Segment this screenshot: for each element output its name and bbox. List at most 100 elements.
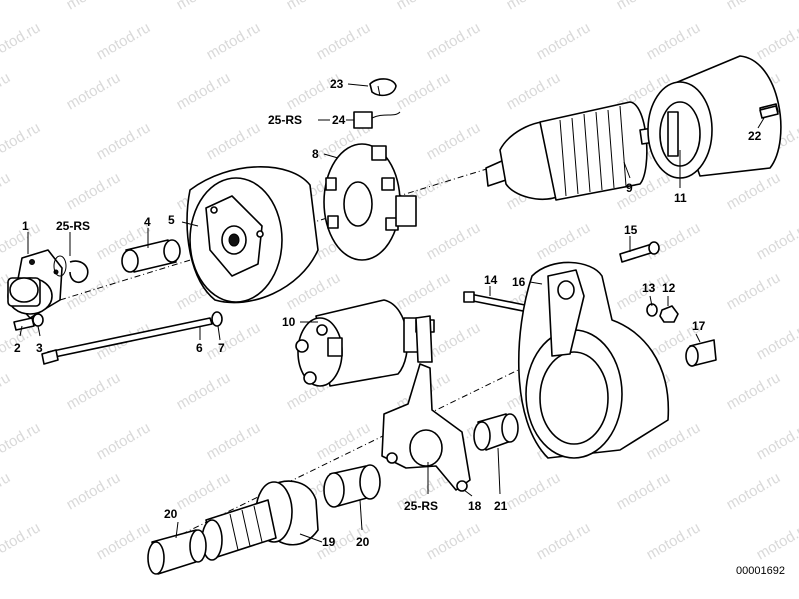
watermark-text: motod.ru xyxy=(0,119,43,163)
watermark-text: motod.ru xyxy=(64,0,124,13)
watermark-text: motod.ru xyxy=(204,119,264,163)
through-bolt-part xyxy=(41,317,213,365)
watermark-text: motod.ru xyxy=(284,69,344,113)
watermark-text: motod.ru xyxy=(534,19,594,63)
watermark-text: motod.ru xyxy=(0,19,43,63)
watermark-text: motod.ru xyxy=(174,369,234,413)
watermark-text: motod.ru xyxy=(724,469,784,513)
drive-housing-part xyxy=(517,261,670,459)
watermark-text: motod.ru xyxy=(284,0,344,13)
watermark-text: motod.ru xyxy=(424,219,484,263)
leader-lines xyxy=(19,83,765,543)
end-housing-part xyxy=(186,166,319,304)
callout-8: 8 xyxy=(312,147,319,161)
end-cap-part xyxy=(7,249,63,319)
watermark-text: motod.ru xyxy=(64,469,124,513)
watermark-text: motod.ru xyxy=(754,19,799,63)
watermark-text: motod.ru xyxy=(0,469,13,513)
watermark-text: motod.ru xyxy=(204,419,264,463)
watermark-text: motod.ru xyxy=(724,169,784,213)
bushing-part xyxy=(121,239,181,273)
watermark-text: motod.ru xyxy=(754,419,799,463)
watermark-text: motod.ru xyxy=(94,419,154,463)
callout-25-rs-top: 25-RS xyxy=(268,113,302,127)
watermark-text: motod.ru xyxy=(394,269,454,313)
watermark-text: motod.ru xyxy=(534,219,594,263)
callout-3: 3 xyxy=(36,341,43,355)
callout-7: 7 xyxy=(218,341,225,355)
callout-5: 5 xyxy=(168,213,175,227)
watermark-text: motod.ru xyxy=(204,19,264,63)
screw-long-part xyxy=(619,241,660,263)
watermark-text: motod.ru xyxy=(64,369,124,413)
watermark-text: motod.ru xyxy=(0,369,13,413)
callout-15: 15 xyxy=(624,223,638,237)
watermark-text: motod.ru xyxy=(204,319,264,363)
callout-25-rs-left: 25-RS xyxy=(56,219,90,233)
watermark-text: motod.ru xyxy=(724,269,784,313)
callout-20-upper: 20 xyxy=(356,535,370,549)
sleeve-lower-part xyxy=(147,529,207,575)
watermark-text: motod.ru xyxy=(754,319,799,363)
field-housing-part xyxy=(647,55,782,179)
watermark-text: motod.ru xyxy=(724,0,784,13)
watermark-text: motod.ru xyxy=(614,469,674,513)
callout-2: 2 xyxy=(14,341,21,355)
callout-13: 13 xyxy=(642,281,656,295)
watermark-text: motod.ru xyxy=(0,69,13,113)
watermark-text: motod.ru xyxy=(314,19,374,63)
watermark-text: motod.ru xyxy=(724,369,784,413)
watermark-text: motod.ru xyxy=(94,519,154,563)
sleeve-part xyxy=(323,464,381,508)
callout-1: 1 xyxy=(22,219,29,233)
diagram-code: 00001692 xyxy=(736,565,785,577)
brush-part xyxy=(353,111,401,129)
small-screw-part xyxy=(759,105,779,119)
watermark-text: motod.ru xyxy=(64,69,124,113)
callout-6: 6 xyxy=(196,341,203,355)
watermark-text: motod.ru xyxy=(644,19,704,63)
watermark-text: motod.ru xyxy=(174,469,234,513)
solenoid-part xyxy=(295,299,435,387)
callout-25-rs-bottom: 25-RS xyxy=(404,499,438,513)
callout-labels: 1 2 3 4 5 6 7 8 9 10 11 12 13 14 15 16 1… xyxy=(14,77,785,577)
callout-21: 21 xyxy=(494,499,508,513)
watermark-text: motod.ru xyxy=(0,519,43,563)
callout-22: 22 xyxy=(748,129,762,143)
plug-part xyxy=(685,339,717,367)
callout-16: 16 xyxy=(512,275,526,289)
watermark-text: motod.ru xyxy=(174,69,234,113)
watermark-text: motod.ru xyxy=(314,419,374,463)
callout-11: 11 xyxy=(674,191,687,205)
watermark-text: motod.ru xyxy=(504,69,564,113)
nut-part xyxy=(659,305,679,323)
callout-14: 14 xyxy=(484,273,498,287)
callout-10: 10 xyxy=(282,315,296,329)
callout-23: 23 xyxy=(330,77,344,91)
watermark-text: motod.ru xyxy=(644,219,704,263)
watermark-text: motod.ru xyxy=(174,0,234,13)
callout-24: 24 xyxy=(332,113,346,127)
callout-19: 19 xyxy=(322,535,336,549)
watermark-text: motod.ru xyxy=(754,219,799,263)
callout-12: 12 xyxy=(662,281,676,295)
watermark-text: motod.ru xyxy=(64,169,124,213)
callout-18: 18 xyxy=(468,499,482,513)
watermark-text: motod.ru xyxy=(534,519,594,563)
watermark-text: motod.ru xyxy=(0,0,13,13)
watermark-text: motod.ru xyxy=(394,0,454,13)
shift-lever-part xyxy=(381,315,471,492)
screw-part xyxy=(13,313,44,331)
watermark-text: motod.ru xyxy=(504,469,564,513)
watermark-text: motod.ru xyxy=(0,169,13,213)
watermark-text: motod.ru xyxy=(94,19,154,63)
watermark-text: motod.ru xyxy=(424,19,484,63)
watermark-text: motod.ru xyxy=(424,519,484,563)
watermark-text: motod.ru xyxy=(424,119,484,163)
washer-part xyxy=(211,311,223,327)
brush-spring-part xyxy=(369,78,397,97)
callout-20-lower: 20 xyxy=(164,507,178,521)
bolt-part xyxy=(463,291,531,313)
